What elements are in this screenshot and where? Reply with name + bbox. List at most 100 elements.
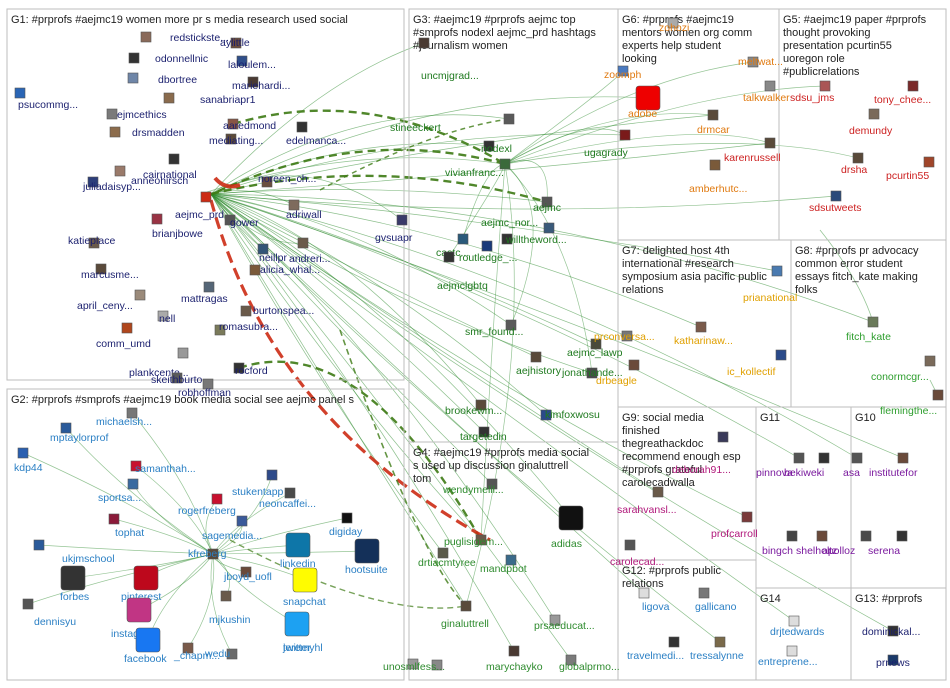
node-zoomph[interactable]: zoomph — [604, 65, 642, 81]
node-katieplace[interactable]: katieplace — [68, 235, 115, 249]
node--chapm[interactable]: _chapm... — [173, 642, 220, 662]
node-ejmcethics[interactable]: ejmcethics — [106, 108, 167, 121]
node-jonathande[interactable]: jonathande... — [561, 367, 623, 379]
node-drsha[interactable]: drsha — [841, 152, 867, 176]
node-mattragas[interactable]: mattragas — [181, 281, 228, 305]
node-aejmc[interactable]: aejmc — [533, 196, 561, 214]
node-ukjmschool[interactable]: ukjmschool — [33, 539, 115, 565]
node-katharinaw[interactable]: katharinaw... — [674, 321, 733, 347]
node-forbes[interactable]: forbes — [60, 565, 89, 603]
node-adriwall[interactable]: adriwall — [286, 199, 322, 221]
node-hootsuite[interactable]: hootsuite — [345, 538, 388, 576]
node-kdp44[interactable]: kdp44 — [14, 447, 43, 474]
node-conormcgr[interactable]: conormcgr... — [871, 355, 936, 383]
node-amberhutc[interactable]: amberhutc... — [689, 159, 747, 195]
node-dominickal[interactable]: dominickal... — [862, 625, 920, 638]
node-dbortree[interactable]: dbortree — [127, 72, 197, 86]
node-serena[interactable]: serena — [868, 530, 908, 557]
node-ic-kollectif[interactable]: ic_kollectif — [727, 349, 787, 378]
node-romasubra[interactable]: romasubra... — [214, 321, 278, 336]
node-anneohirsch[interactable]: anneohirsch — [114, 165, 188, 187]
node-pcurtin55[interactable]: pcurtin55 — [886, 156, 935, 182]
node-talkwalker[interactable]: talkwalker — [743, 80, 790, 104]
node-ligova[interactable]: ligova — [638, 587, 670, 613]
node-tressalynne[interactable]: tressalynne — [690, 636, 744, 662]
node-redstickste[interactable]: redstickste... — [140, 31, 229, 44]
node-adidas[interactable]: adidas — [551, 505, 584, 550]
node-ugagrady[interactable]: ugagrady — [584, 129, 631, 159]
node-burtonspea[interactable]: burtonspea... — [240, 305, 314, 317]
node-andreri[interactable]: andreri... — [289, 237, 330, 265]
node-apolloz[interactable]: apolloz — [822, 530, 872, 557]
node-brianjbowe[interactable]: brianjbowe — [151, 213, 203, 240]
node-rogerfreberg[interactable]: rogerfreberg — [178, 493, 236, 517]
node-pinnova[interactable]: pinnova — [756, 452, 805, 479]
node-comm-umd[interactable]: comm_umd — [96, 322, 151, 350]
node-prianational[interactable]: prianational — [743, 265, 797, 304]
node-flemingthe[interactable]: flemingthe... — [880, 389, 944, 417]
node-rocford[interactable]: rocford — [233, 362, 268, 377]
node-prsaeducat[interactable]: prsaeducat... — [534, 614, 595, 632]
node-samanthah[interactable]: samanthah... — [130, 460, 196, 475]
node-stineeckert[interactable]: stineeckert — [390, 113, 515, 134]
node-aejmc-lawp[interactable]: aejmc_lawp — [567, 338, 623, 359]
node-juliadaisyp[interactable]: juliadaisyp... — [82, 176, 141, 193]
node-meltwat[interactable]: meltwat... — [738, 56, 783, 68]
node-routledge[interactable]: routledge_... — [459, 240, 517, 264]
node-edelmanca[interactable]: edelmanca... — [286, 121, 346, 147]
node-stukentapp[interactable]: stukentapp — [232, 469, 284, 498]
node-unosml[interactable]: unosml — [383, 658, 419, 673]
node-neillpr[interactable]: neillpr — [257, 243, 288, 264]
node-prnews[interactable]: prnews — [876, 654, 910, 669]
node-noreen-ch[interactable]: noreen_ch... — [258, 173, 316, 188]
node-nell[interactable]: nell — [157, 310, 175, 325]
node-brookewm[interactable]: brookewm... — [445, 399, 502, 417]
node-mariehardi[interactable]: mariehardi... — [232, 76, 290, 92]
node-sdsutweets[interactable]: sdsutweets — [809, 190, 862, 214]
node-sagemedia[interactable]: sagemedia... — [202, 515, 262, 542]
node-psucommg[interactable]: psucommg... — [14, 87, 78, 111]
node-adobe[interactable]: adobe — [628, 85, 661, 120]
node-shelholtz[interactable]: shelholtz — [796, 530, 837, 557]
node-mandpbot[interactable]: mandpbot — [480, 554, 527, 575]
node-aejmc-prd[interactable]: aejmc_prd — [175, 191, 224, 221]
node-sdsu-jms[interactable]: sdsu_jms — [790, 80, 834, 104]
node-cairnational[interactable]: cairnational — [143, 153, 197, 181]
node-targetedin[interactable]: targetedin — [460, 426, 507, 443]
node-vivianfranc[interactable]: vivianfranc... — [445, 158, 511, 179]
node-wedu[interactable]: wedu — [204, 648, 238, 660]
node-pinterest[interactable]: pinterest — [121, 565, 161, 603]
node-smr-found[interactable]: smr_found... — [465, 319, 523, 338]
node-aejmclgbtq[interactable]: aejmclgbtq — [437, 251, 488, 292]
node-demundy[interactable]: demundy — [849, 108, 893, 137]
node-karenrussell[interactable]: karenrussell — [724, 137, 781, 164]
node-drmcar[interactable]: drmcar — [697, 109, 730, 136]
node-tony-chee[interactable]: tony_chee... — [874, 80, 931, 106]
node-mjkushin[interactable]: mjkushin — [209, 590, 251, 626]
node-twitter[interactable]: twitter — [283, 611, 312, 654]
node-april-ceny[interactable]: april_ceny... — [77, 289, 146, 312]
node-gallicano[interactable]: gallicano — [695, 587, 737, 613]
node-fitch-kate[interactable]: fitch_kate — [846, 316, 891, 343]
node-wendymelil[interactable]: wendymelil... — [442, 478, 504, 496]
node-profcarroll[interactable]: profcarroll — [711, 511, 758, 540]
node-aejhistory[interactable]: aejhistory — [516, 351, 562, 377]
node-sarahvansl[interactable]: sarahvansl... — [617, 486, 677, 516]
node-carolecad[interactable]: carolecad... — [610, 539, 664, 568]
node-robhoffman[interactable]: robhoffman — [178, 378, 231, 399]
node-gvsuapr[interactable]: gvsuapr — [375, 214, 413, 244]
node-gower[interactable]: gower — [224, 214, 259, 229]
node-tophat[interactable]: tophat — [108, 513, 144, 539]
node-michaelsh[interactable]: michaelsh... — [96, 407, 152, 428]
node-odonnellnic[interactable]: odonnellnic — [128, 52, 208, 65]
node-uncmjgrad[interactable]: uncmjgrad... — [418, 37, 479, 82]
node-linkedin[interactable]: linkedin — [280, 532, 316, 570]
node-prconversa[interactable]: prconversa... — [594, 330, 655, 343]
node-neoncaffei[interactable]: neoncaffei... — [259, 487, 316, 510]
node-kimfoxwosu[interactable]: kimfoxwosu — [540, 409, 600, 421]
node-asa[interactable]: asa — [843, 452, 863, 479]
node-drtiacmtyree[interactable]: drtiacmtyree — [418, 547, 476, 569]
node-marychayko[interactable]: marychayko — [486, 645, 543, 673]
node-facebook[interactable]: facebook — [124, 627, 167, 665]
node-alicia-whal[interactable]: alicia_whal... — [249, 264, 320, 276]
